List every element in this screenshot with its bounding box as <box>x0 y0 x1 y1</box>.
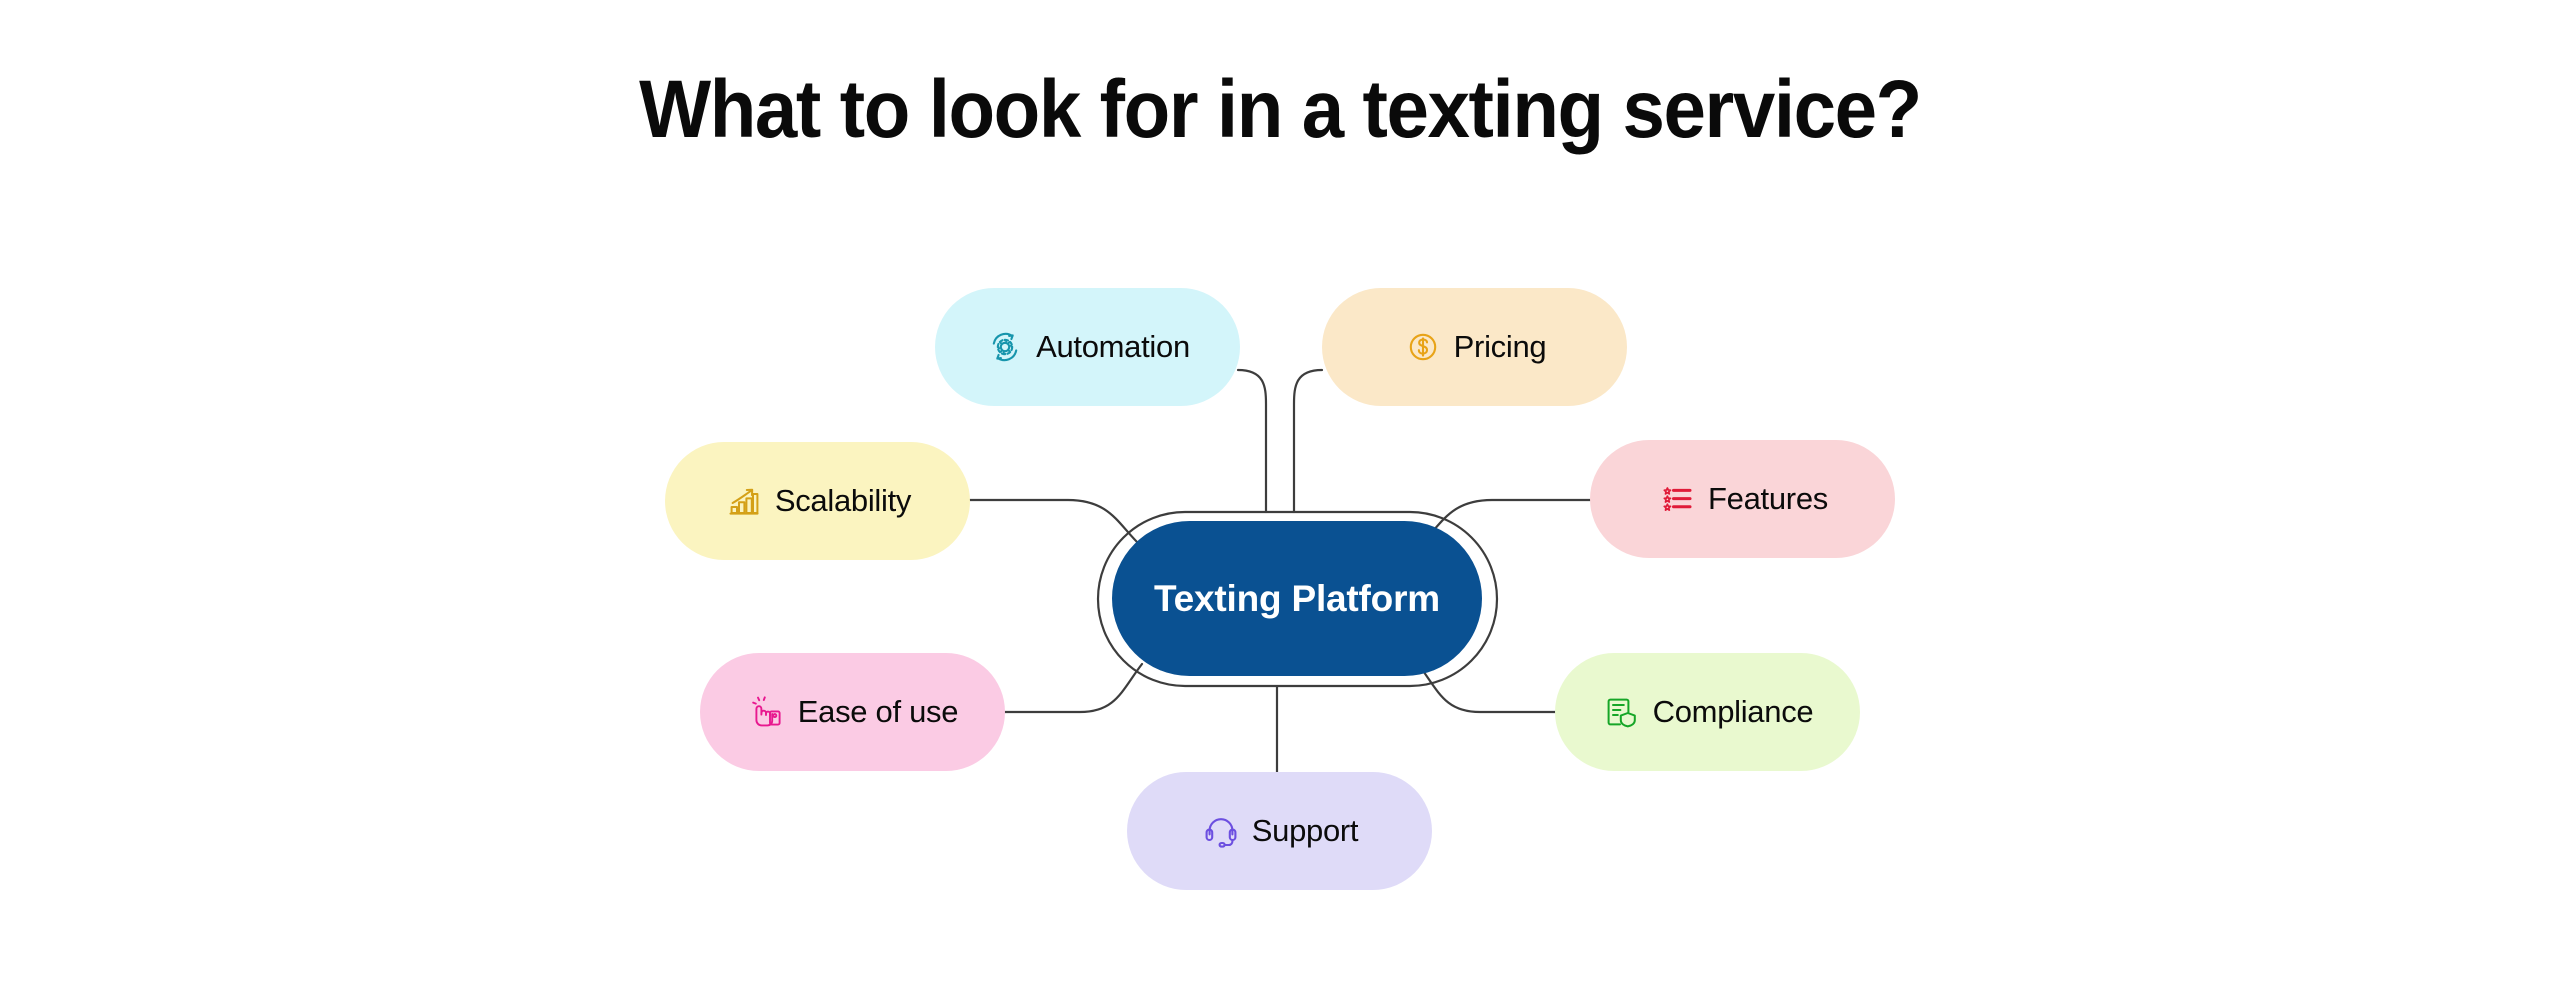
node-pricing[interactable]: Pricing <box>1322 288 1627 406</box>
node-scalability-label: Scalability <box>774 483 912 518</box>
center-node-label: Texting Platform <box>1154 577 1440 619</box>
automation-gear-refresh-icon <box>985 327 1025 367</box>
star-checklist-icon <box>1657 479 1697 519</box>
node-pricing-label: Pricing <box>1453 329 1547 364</box>
connector-pricing <box>1292 368 1324 514</box>
node-features-label: Features <box>1708 481 1828 516</box>
hand-tap-screen-icon <box>747 692 787 732</box>
node-scalability-content: Scalability <box>724 481 911 521</box>
node-features[interactable]: Features <box>1590 440 1895 558</box>
document-shield-icon <box>1602 692 1642 732</box>
node-automation[interactable]: Automation <box>935 288 1240 406</box>
dollar-coin-icon <box>1403 327 1443 367</box>
node-easeofuse[interactable]: Ease of use <box>700 653 1005 771</box>
page-title: What to look for in a texting service? <box>639 64 1922 155</box>
node-automation-label: Automation <box>1036 329 1190 364</box>
headset-icon <box>1201 811 1241 851</box>
node-easeofuse-label: Ease of use <box>797 694 959 729</box>
node-features-content: Features <box>1657 479 1828 519</box>
node-compliance-label: Compliance <box>1652 694 1814 729</box>
connector-compliance <box>1416 662 1558 714</box>
node-compliance-content: Compliance <box>1602 692 1814 732</box>
center-node[interactable]: Texting Platform <box>1112 521 1482 676</box>
node-automation-content: Automation <box>985 327 1190 367</box>
node-easeofuse-content: Ease of use <box>747 692 959 732</box>
node-scalability[interactable]: Scalability <box>665 442 970 560</box>
node-compliance[interactable]: Compliance <box>1555 653 1860 771</box>
connector-scalability <box>966 498 1142 547</box>
node-support-content: Support <box>1201 811 1359 851</box>
node-support[interactable]: Support <box>1127 772 1432 890</box>
node-pricing-content: Pricing <box>1403 327 1547 367</box>
connector-easeofuse <box>1001 662 1144 714</box>
node-support-label: Support <box>1251 813 1359 848</box>
connector-automation <box>1236 368 1268 514</box>
growth-bar-chart-icon <box>724 481 764 521</box>
